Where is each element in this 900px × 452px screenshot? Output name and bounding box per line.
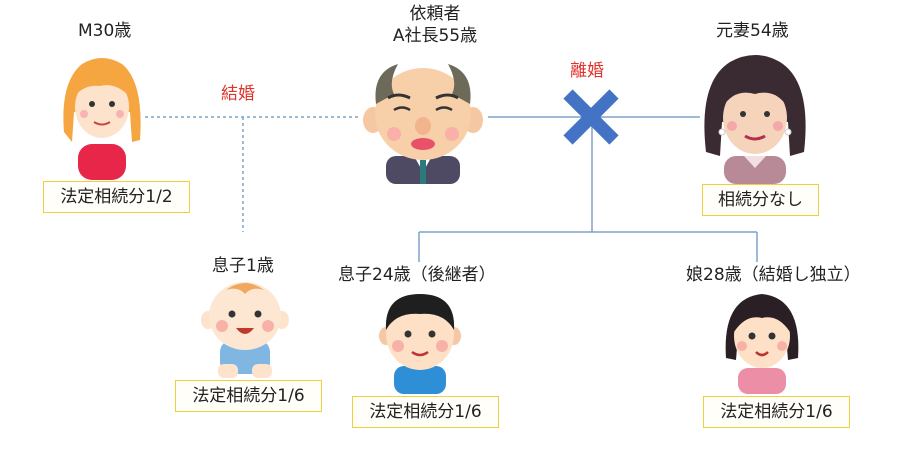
wife-share-box: 法定相続分1/2	[43, 181, 190, 213]
ex-wife-share-box: 相続分なし	[702, 184, 819, 216]
ex-wife-name: 元妻54歳	[716, 21, 789, 41]
divorce-cross-icon	[563, 89, 619, 145]
marriage-label: 結婚	[221, 84, 255, 104]
ex-wife-figure	[704, 55, 806, 184]
son-name: 息子24歳（後継者）	[338, 265, 496, 285]
son-share-box: 法定相続分1/6	[352, 396, 499, 428]
client-figure	[363, 64, 483, 184]
divorce-label: 離婚	[570, 61, 604, 81]
daughter-share-box: 法定相続分1/6	[703, 396, 850, 428]
son-figure	[379, 294, 461, 394]
daughter-figure	[725, 294, 799, 394]
baby-son-name: 息子1歳	[212, 256, 274, 276]
client-name: A社長55歳	[392, 26, 478, 46]
wife-name: M30歳	[78, 21, 132, 41]
wife-figure	[63, 58, 141, 180]
baby-son-figure	[201, 282, 289, 378]
baby-son-share-box: 法定相続分1/6	[175, 380, 322, 412]
daughter-name: 娘28歳（結婚し独立）	[686, 265, 861, 285]
client-role: 依頼者	[409, 4, 461, 24]
